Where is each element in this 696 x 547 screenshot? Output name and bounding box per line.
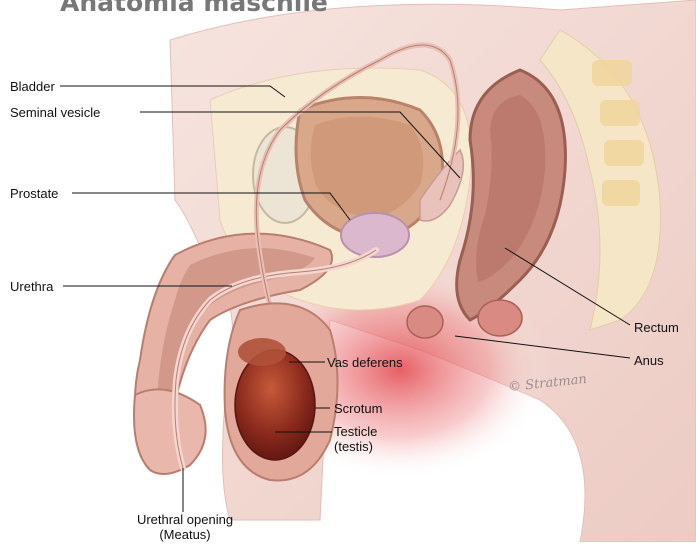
label-urethra: Urethra bbox=[10, 279, 53, 294]
label-testicle-line1: Testicle bbox=[334, 424, 377, 439]
label-urethral-opening: Urethral opening (Meatus) bbox=[120, 512, 250, 542]
label-seminal-vesicle: Seminal vesicle bbox=[10, 105, 100, 120]
label-prostate: Prostate bbox=[10, 186, 58, 201]
testicle-shape bbox=[235, 350, 315, 460]
anus-shape bbox=[407, 306, 443, 338]
label-rectum: Rectum bbox=[634, 320, 679, 335]
label-testicle-line2: (testis) bbox=[334, 439, 377, 454]
label-scrotum: Scrotum bbox=[334, 401, 382, 416]
label-bladder: Bladder bbox=[10, 79, 55, 94]
label-testicle: Testicle (testis) bbox=[334, 424, 377, 454]
label-urethral-opening-line2: (Meatus) bbox=[120, 527, 250, 542]
label-anus: Anus bbox=[634, 353, 664, 368]
page-title: Anatomia maschile bbox=[60, 0, 328, 17]
label-urethral-opening-line1: Urethral opening bbox=[120, 512, 250, 527]
label-vas-deferens: Vas deferens bbox=[327, 355, 403, 370]
glans-shape bbox=[134, 389, 206, 474]
